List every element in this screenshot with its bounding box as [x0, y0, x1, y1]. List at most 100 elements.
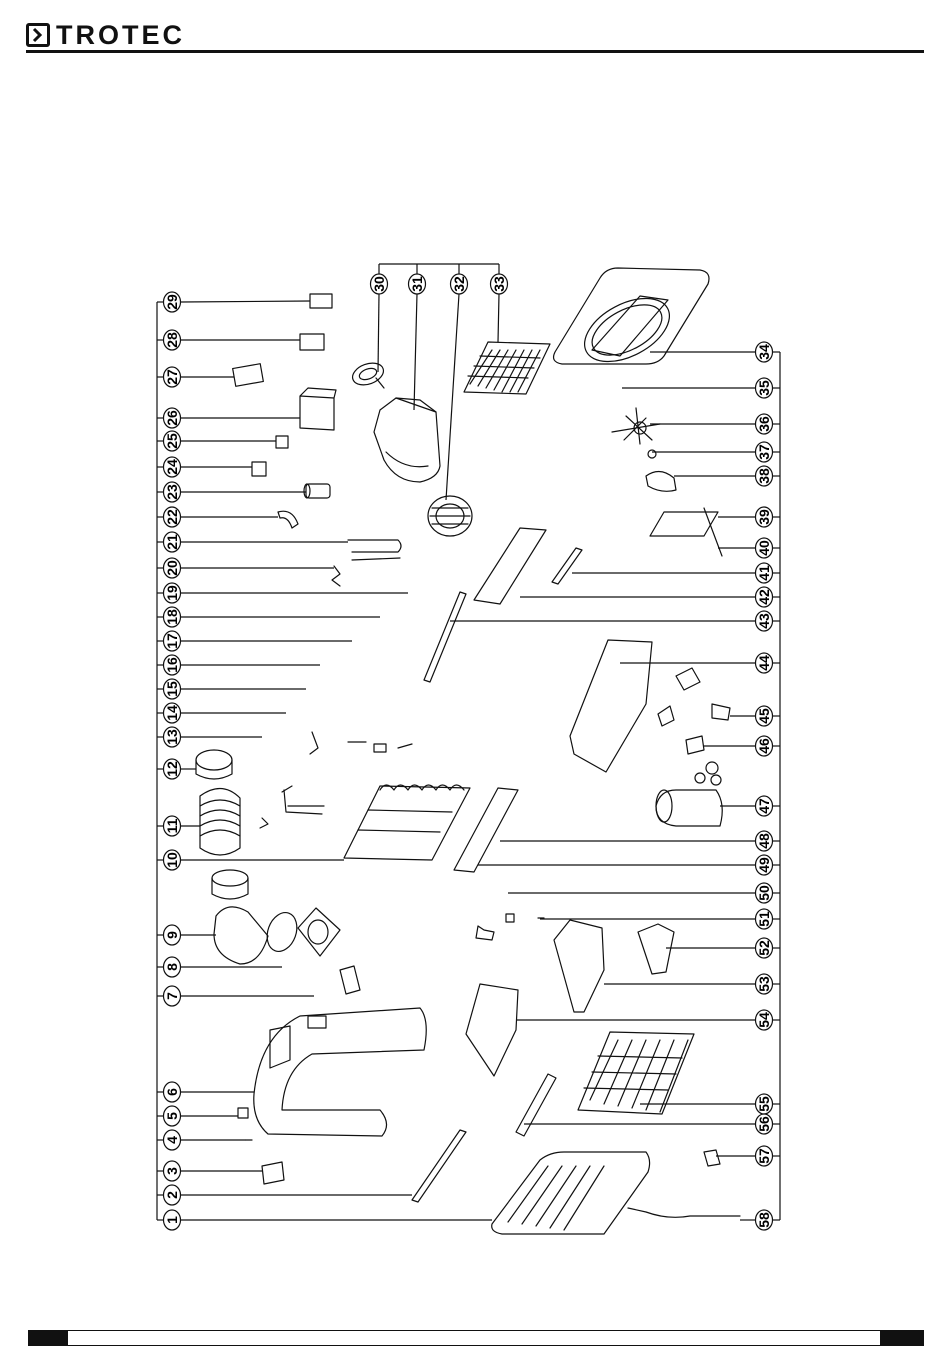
callout-40: 40	[756, 538, 773, 558]
svg-text:33: 33	[491, 276, 507, 292]
svg-text:18: 18	[164, 609, 180, 625]
svg-text:38: 38	[756, 468, 772, 484]
svg-text:57: 57	[756, 1148, 772, 1164]
svg-text:8: 8	[164, 963, 180, 971]
callout-16: 16	[164, 655, 181, 675]
callout-43: 43	[756, 611, 773, 631]
callout-14: 14	[164, 703, 181, 723]
callout-33: 33	[491, 274, 508, 294]
svg-text:43: 43	[756, 613, 772, 629]
callout-11: 11	[164, 816, 181, 836]
callout-36: 36	[756, 414, 773, 434]
svg-text:30: 30	[371, 276, 387, 292]
callout-55: 55	[756, 1094, 773, 1114]
svg-text:13: 13	[164, 729, 180, 745]
footer-rule	[28, 1330, 924, 1346]
base-small-parts	[238, 966, 466, 1202]
callout-54: 54	[756, 1010, 773, 1030]
callout-50: 50	[756, 883, 773, 903]
exhaust-hose-parts	[196, 750, 340, 964]
svg-text:50: 50	[756, 885, 772, 901]
evaporator-grille-part	[464, 342, 550, 394]
side-housing-part	[254, 1008, 426, 1136]
svg-text:41: 41	[756, 565, 772, 581]
svg-text:20: 20	[164, 560, 180, 576]
svg-text:16: 16	[164, 657, 180, 673]
svg-text:27: 27	[164, 369, 180, 385]
callout-32: 32	[451, 274, 468, 294]
callout-53: 53	[756, 974, 773, 994]
callout-52: 52	[756, 938, 773, 958]
callout-15: 15	[164, 679, 181, 699]
callout-7: 7	[164, 986, 181, 1006]
svg-text:39: 39	[756, 509, 772, 525]
svg-text:26: 26	[164, 410, 180, 426]
svg-text:5: 5	[164, 1112, 180, 1120]
svg-text:55: 55	[756, 1096, 772, 1112]
callout-12: 12	[164, 759, 181, 779]
condenser-part	[344, 785, 470, 860]
callout-48: 48	[756, 831, 773, 851]
callout-10: 10	[164, 850, 181, 870]
callout-51: 51	[756, 909, 773, 929]
callout-27: 27	[164, 367, 181, 387]
footer-left-block	[28, 1330, 68, 1346]
callout-35: 35	[756, 378, 773, 398]
callout-42: 42	[756, 587, 773, 607]
svg-text:36: 36	[756, 416, 772, 432]
svg-text:12: 12	[164, 761, 180, 777]
callout-46: 46	[756, 736, 773, 756]
callout-41: 41	[756, 563, 773, 583]
blower-wheel-part	[428, 496, 472, 536]
svg-text:15: 15	[164, 681, 180, 697]
callout-18: 18	[164, 607, 181, 627]
callout-13: 13	[164, 727, 181, 747]
callout-17: 17	[164, 631, 181, 651]
svg-text:51: 51	[756, 911, 772, 927]
fan-motor-part	[350, 359, 387, 389]
callout-49: 49	[756, 855, 773, 875]
svg-text:40: 40	[756, 540, 772, 556]
svg-text:32: 32	[451, 276, 467, 292]
footer-right-block	[880, 1330, 924, 1346]
svg-text:45: 45	[756, 708, 772, 724]
callout-3: 3	[164, 1161, 181, 1181]
callout-58: 58	[756, 1210, 773, 1230]
svg-text:11: 11	[164, 818, 180, 833]
callout-44: 44	[756, 653, 773, 673]
callout-47: 47	[756, 796, 773, 816]
callout-29: 29	[164, 292, 181, 312]
svg-text:7: 7	[164, 992, 180, 1000]
callout-25: 25	[164, 431, 181, 451]
svg-text:3: 3	[164, 1167, 180, 1175]
svg-text:48: 48	[756, 833, 772, 849]
svg-text:35: 35	[756, 380, 772, 396]
svg-text:54: 54	[756, 1012, 772, 1028]
svg-text:9: 9	[164, 931, 180, 939]
svg-text:6: 6	[164, 1088, 180, 1096]
svg-text:52: 52	[756, 940, 772, 956]
svg-text:28: 28	[164, 332, 180, 348]
svg-text:49: 49	[756, 857, 772, 873]
callout-8: 8	[164, 957, 181, 977]
top-cover-part	[554, 268, 709, 375]
callout-57: 57	[756, 1146, 773, 1166]
callout-23: 23	[164, 482, 181, 502]
capillary-tube-parts	[260, 732, 412, 828]
callout-21: 21	[164, 532, 181, 552]
svg-text:17: 17	[164, 633, 180, 649]
callout-56: 56	[756, 1114, 773, 1134]
svg-text:37: 37	[756, 444, 772, 460]
svg-text:44: 44	[756, 655, 772, 671]
svg-text:46: 46	[756, 738, 772, 754]
callout-1: 1	[164, 1210, 181, 1230]
callout-20: 20	[164, 558, 181, 578]
svg-text:10: 10	[164, 852, 180, 868]
callout-22: 22	[164, 507, 181, 527]
svg-text:24: 24	[164, 459, 180, 475]
callout-45: 45	[756, 706, 773, 726]
svg-text:14: 14	[164, 705, 180, 721]
svg-text:42: 42	[756, 589, 772, 605]
svg-text:21: 21	[164, 534, 180, 550]
